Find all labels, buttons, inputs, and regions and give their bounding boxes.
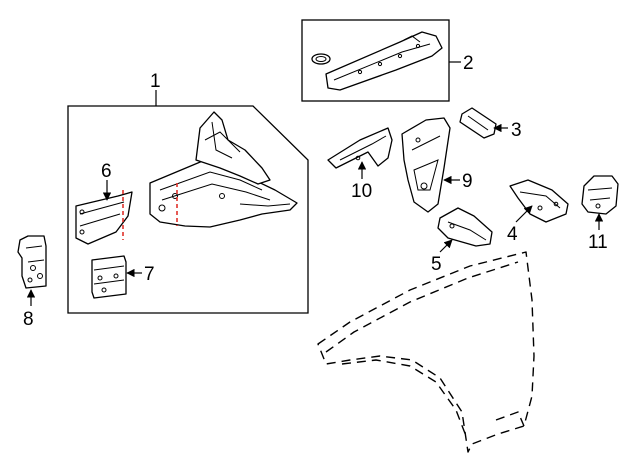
fender-outline	[317, 251, 535, 453]
callout-1[interactable]: 1	[150, 71, 161, 92]
mount-block-11[interactable]	[581, 175, 619, 215]
wheelhouse-extension[interactable]	[327, 127, 393, 169]
leader-4	[515, 205, 533, 223]
callout-2[interactable]: 2	[463, 53, 474, 74]
rail-bracket[interactable]	[91, 255, 127, 299]
callout-7[interactable]: 7	[144, 264, 155, 285]
callout-4[interactable]: 4	[507, 224, 518, 245]
callout-5[interactable]: 5	[431, 254, 442, 275]
upper-rail-reinforcement[interactable]	[325, 31, 443, 91]
assembly-box-1	[67, 105, 309, 314]
apron-rail-assembly[interactable]	[149, 111, 298, 228]
support-bracket-5[interactable]	[437, 207, 493, 247]
front-rail-section[interactable]	[75, 191, 133, 245]
side-bracket[interactable]	[17, 235, 47, 289]
assembly-box-2	[301, 19, 450, 102]
inner-panel-9[interactable]	[401, 117, 451, 213]
callout-3[interactable]: 3	[511, 120, 522, 141]
grommet[interactable]	[311, 53, 331, 65]
callout-8[interactable]: 8	[23, 309, 34, 330]
callout-10[interactable]: 10	[351, 181, 372, 202]
small-bracket-3[interactable]	[459, 107, 497, 139]
callout-11[interactable]: 11	[588, 232, 608, 253]
mount-bracket-4[interactable]	[509, 179, 569, 223]
leader-5	[439, 239, 453, 253]
callout-6[interactable]: 6	[101, 161, 112, 182]
callout-9[interactable]: 9	[462, 171, 473, 192]
